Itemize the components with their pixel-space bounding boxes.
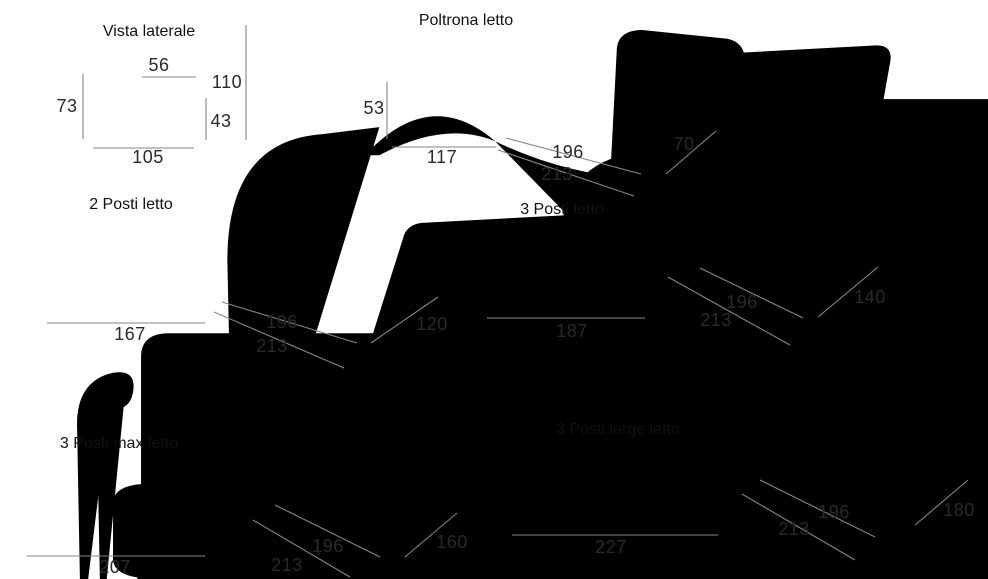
dim-label-large-bed-width: 180	[943, 500, 975, 520]
dim-label-arm-height: 43	[210, 111, 232, 131]
dim-label-large-bed-length: 196	[818, 502, 850, 522]
dim-label-armchair-bed-total: 213	[541, 164, 573, 184]
dim-label-armchair-arm-height: 53	[363, 98, 385, 118]
section-title-3-posti-letto: 3 Posti letto	[520, 201, 604, 218]
section-title-vista-laterale: Vista laterale	[102, 23, 196, 40]
section-title-3-posti-large-letto: 3 Posti large letto	[556, 421, 680, 438]
dim-label-3p-width: 187	[556, 321, 588, 341]
dim-label-2p-width: 167	[114, 324, 146, 344]
dim-label-max-bed-length: 196	[312, 536, 344, 556]
dim-label-max-bed-total: 213	[271, 555, 303, 575]
dim-label-height: 73	[56, 96, 78, 116]
dim-label-3p-bed-length: 196	[726, 292, 758, 312]
dim-label-large-width: 227	[595, 537, 627, 557]
dim-label-armchair-bed-width: 70	[673, 134, 695, 154]
section-title-3-posti-max-letto: 3 Posti max letto	[59, 435, 179, 452]
dim-label-armchair-width: 117	[426, 147, 458, 167]
dim-label-max-bed-width: 160	[436, 532, 468, 552]
dim-label-3p-bed-total: 213	[700, 310, 732, 330]
dim-label-depth: 105	[132, 147, 164, 167]
dim-label-open-back-height: 110	[211, 72, 243, 92]
section-title-2-posti-letto: 2 Posti letto	[89, 196, 173, 213]
dim-label-2p-bed-total: 213	[256, 336, 288, 356]
dimension-lines	[27, 25, 968, 577]
dim-label-max-width: 207	[99, 557, 131, 577]
dim-label-2p-bed-length: 196	[266, 312, 298, 332]
dim-label-2p-bed-width: 120	[416, 314, 448, 334]
dim-label-armchair-bed-length: 196	[552, 142, 584, 162]
section-title-poltrona-letto: Poltrona letto	[418, 12, 514, 29]
dim-label-seat-depth: 56	[148, 55, 170, 75]
dim-label-large-bed-total: 213	[778, 519, 810, 539]
dim-label-3p-bed-width: 140	[854, 287, 886, 307]
